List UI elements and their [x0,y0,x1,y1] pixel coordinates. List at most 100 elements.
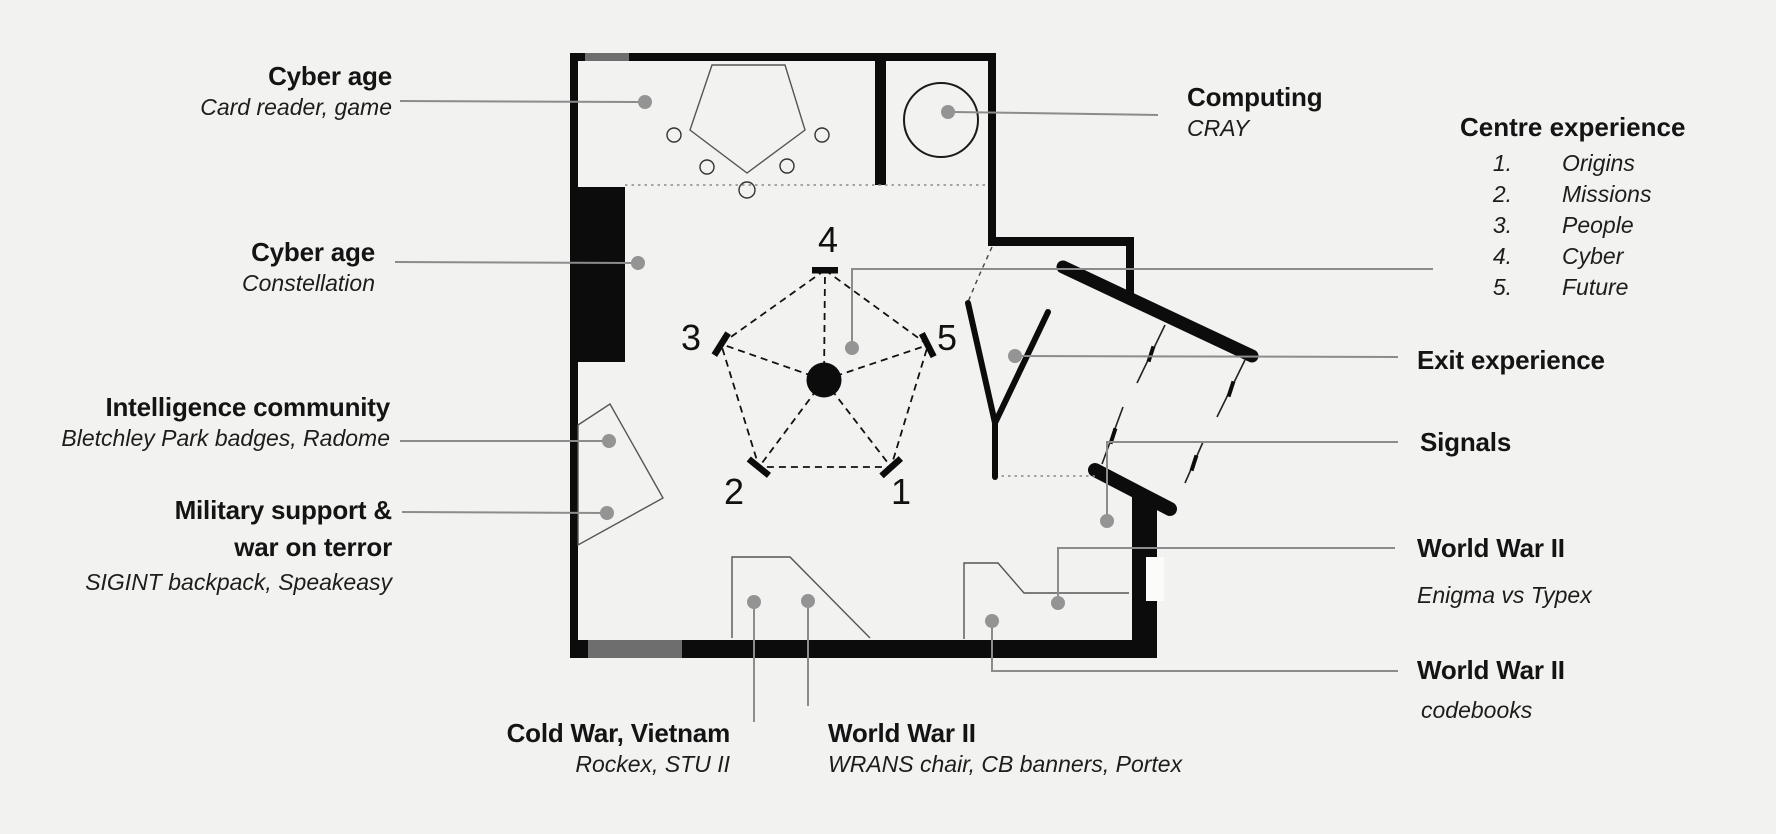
gray-segment-top [585,53,629,61]
label-title: Intelligence community [105,392,390,422]
queue-tick [1226,380,1236,398]
label-wwii-codebooks: World War II codebooks [1417,654,1717,725]
chair-circle [699,159,715,175]
label-subtitle: Card reader, game [200,94,392,120]
pentagon-spoke [823,344,929,381]
label-military-support: Military support & war on terror SIGINT … [72,492,392,599]
label-subtitle: SIGINT backpack, Speakeasy [85,569,392,595]
zone-number-5: 5 [936,317,958,358]
table-pentagon [689,64,806,174]
dot-centre-experience [845,341,859,355]
vertex-tick-1 [879,456,904,479]
connector-wwii-enigma [1057,547,1395,603]
connector-computing [952,111,1159,116]
label-title: Cyber age [268,61,392,91]
chair-circle [666,127,682,143]
label-wwii-enigma: World War II Enigma vs Typex [1417,532,1717,610]
card-reader-table [666,64,830,199]
wall-top [570,53,996,61]
wall-block-left [570,187,625,362]
label-intelligence-community: Intelligence community Bletchley Park ba… [60,391,390,453]
label-subtitle: Rockex, STU II [575,751,730,777]
label-title: Signals [1420,427,1512,457]
list-item-text: Missions [1562,181,1652,207]
label-cyber-age-game: Cyber age Card reader, game [62,60,392,122]
list-item-text: People [1562,212,1634,238]
label-signals: Signals [1420,426,1720,458]
label-exit-experience: Exit experience [1417,344,1717,376]
label-cold-war: Cold War, Vietnam Rockex, STU II [430,717,731,779]
pentagon-spoke [758,379,825,468]
label-title: Military support & [174,495,393,525]
centre-experience-circle [711,267,937,479]
connector-centre-experience [851,268,1433,348]
chair-circle [779,158,795,174]
pentagon-spoke [823,269,826,381]
cray-circle [903,82,979,158]
label-subtitle: CRAY [1187,115,1250,141]
wall-mid-horizontal [988,237,1134,246]
connector-cyber-age-game [399,100,646,103]
zone-number-1: 1 [890,471,912,512]
label-cyber-age-constellation: Cyber age Constellation [45,236,375,298]
wall-mid-vertical [1126,237,1134,296]
exit-y-barrier [965,300,1051,480]
queue-tick [1146,345,1156,363]
dot-wwii-wrans [801,594,815,608]
list-item: 3. People [1460,210,1740,241]
case-wwii-codebooks [963,562,1129,639]
dot-computing [941,105,955,119]
list-item-text: Cyber [1562,243,1624,269]
connector-exit [1014,355,1399,358]
dotted-divider-lines [625,184,1097,477]
zone-number-4: 4 [817,219,839,260]
y-barrier-right-arm [992,309,1051,426]
list-item-text: Future [1562,274,1629,300]
label-wwii-wrans: World War II WRANS chair, CB banners, Po… [828,717,1258,779]
label-title: Cyber age [251,237,375,267]
dot-cyber-age-constellation [631,256,645,270]
queue-tick [1189,454,1199,472]
list-item-number: 3. [1492,212,1512,238]
chair-circle [738,181,756,199]
dot-wwii-codebooks [985,614,999,628]
list-item-number: 1. [1492,150,1512,176]
label-subtitle: WRANS chair, CB banners, Portex [828,751,1183,777]
list-item-number: 4. [1492,243,1512,269]
vertex-tick-4 [812,267,838,274]
walls [570,53,1259,658]
dot-signals [1100,514,1114,528]
vertex-tick-5 [918,332,937,359]
gray-wall-segments [585,53,682,658]
wall-divider-top [875,53,886,185]
dot-exit [1008,349,1022,363]
pentagon-center-dot [806,362,842,398]
list-item: 5. Future [1460,272,1740,303]
list-item-number: 2. [1492,181,1512,207]
pentagon-vertex-ticks [711,267,937,479]
dashed-connector-corner [967,246,993,303]
chair-circle [814,127,830,143]
dot-intelligence [602,434,616,448]
queue-tick [1108,427,1118,445]
label-subtitle: Bletchley Park badges, Radome [61,425,390,451]
label-title: Computing [1187,82,1323,112]
centre-experience-list: 1. Origins 2. Missions 3. People 4. Cybe… [1460,148,1740,303]
exit-queue-ticks [1108,345,1236,472]
dot-cold-war [747,595,761,609]
case-wwii-wrans [731,556,871,639]
zone-number-2: 2 [723,471,745,512]
callout-dots [600,95,1114,628]
y-barrier-left-arm [965,300,998,426]
list-item: 4. Cyber [1460,241,1740,272]
label-computing: Computing CRAY [1187,81,1487,143]
pentagon-spoke [823,379,892,468]
case-intelligence [577,403,664,547]
label-title: war on terror [234,532,392,562]
label-title: World War II [1417,655,1565,685]
zone-number-3: 3 [680,317,702,358]
connector-cyber-age-constellation [394,261,639,264]
vertex-tick-2 [746,456,771,478]
label-title: Exit experience [1417,345,1605,375]
